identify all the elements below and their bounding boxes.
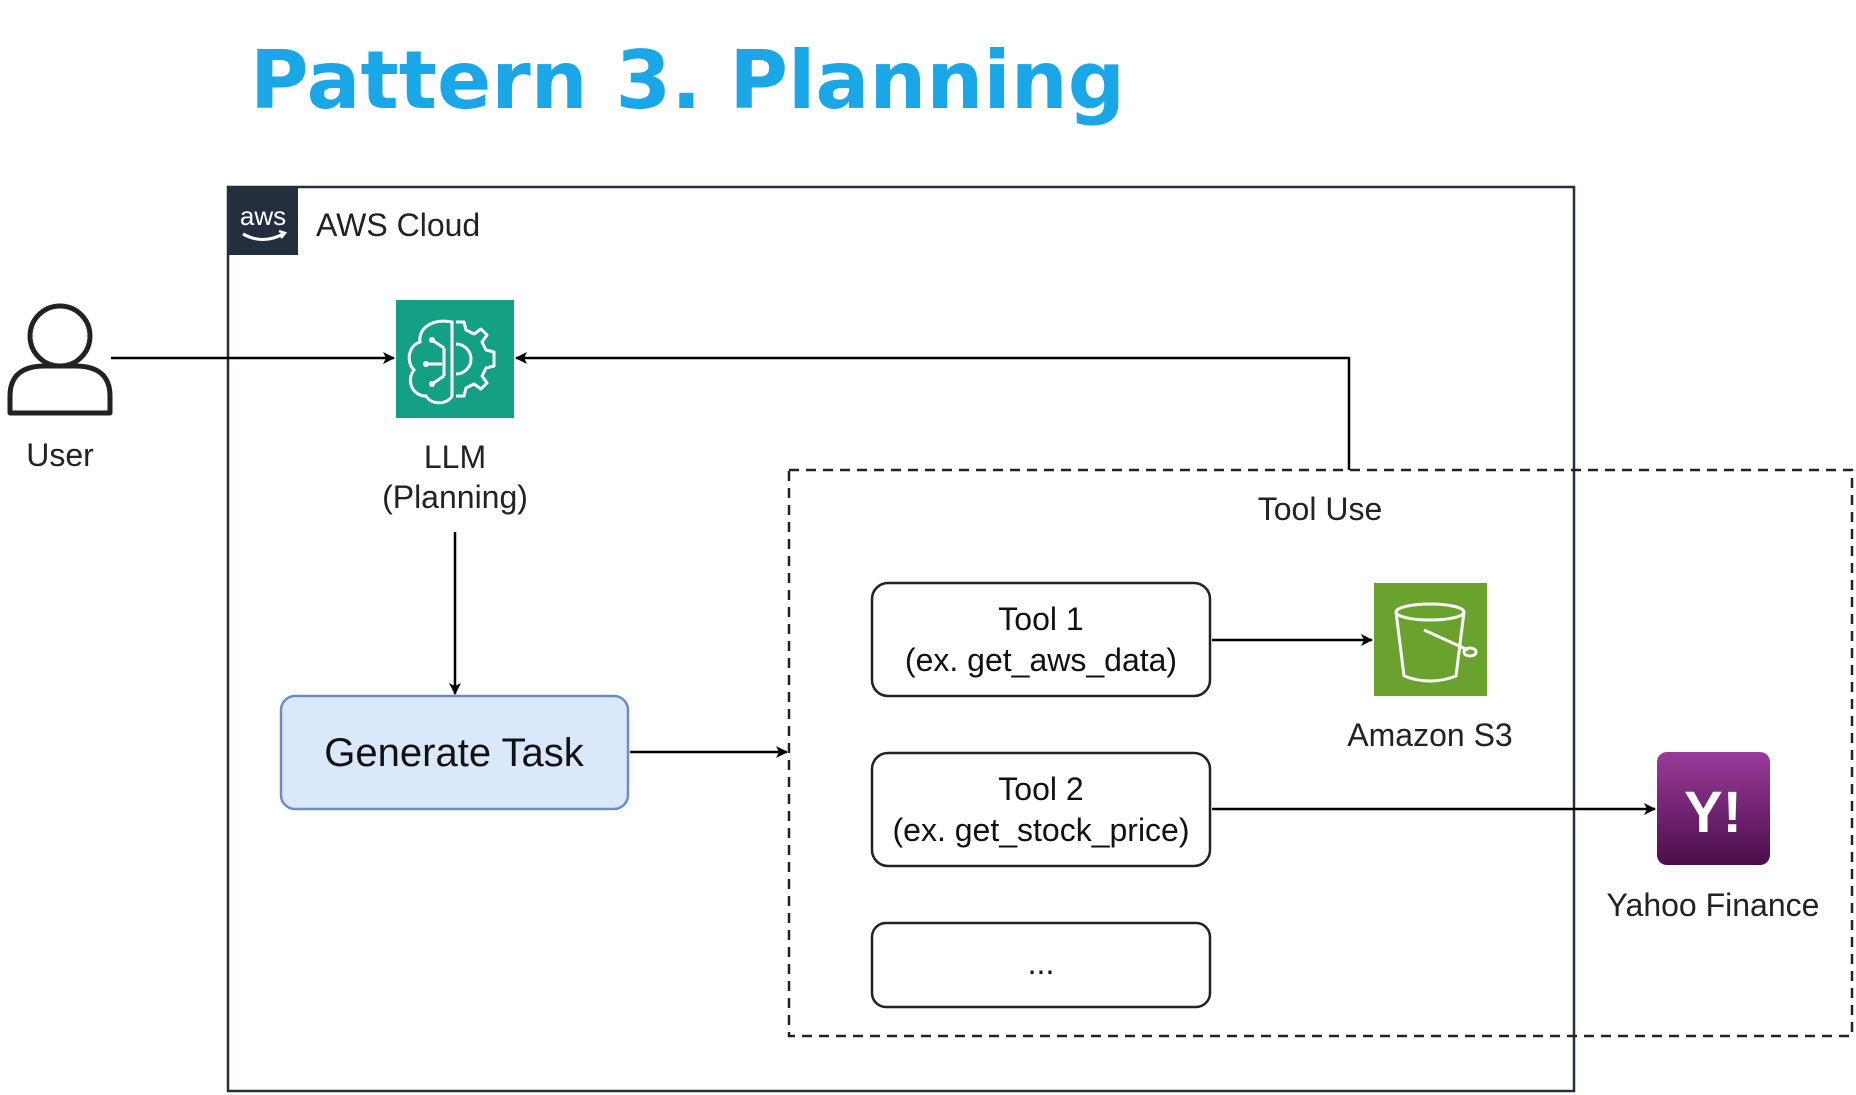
s3-node: Amazon S3 (1347, 583, 1513, 753)
yahoo-finance-node: Y! Yahoo Finance (1607, 752, 1820, 923)
tool-2-node: Tool 2 (ex. get_stock_price) (870, 751, 1212, 868)
generate-task-node: Generate Task (279, 694, 630, 811)
tool-use-group: Tool Use (787, 468, 1854, 1038)
aws-cloud-border (226, 185, 1576, 1093)
tool-1-node: Tool 1 (ex. get_aws_data) (870, 581, 1212, 698)
llm-sublabel: (Planning) (382, 479, 528, 515)
aws-smile-icon (242, 232, 284, 241)
aws-logo-icon: aws (240, 201, 286, 231)
yahoo-logo-icon (1657, 752, 1770, 865)
arrow-tooluse-to-llm (515, 352, 1351, 470)
tool-use-border (787, 468, 1854, 1038)
generate-task-label: Generate Task (324, 731, 584, 775)
llm-node: LLM (Planning) (382, 300, 528, 515)
generate-task-box (279, 694, 630, 811)
aws-cloud-label: AWS Cloud (316, 207, 480, 243)
tool-1-example: (ex. get_aws_data) (905, 642, 1177, 678)
user-icon (7, 303, 113, 416)
tool-more-box (870, 921, 1212, 1009)
tool-2-box (870, 751, 1212, 868)
yahoo-logo-text: Y! (1684, 780, 1742, 845)
llm-label: LLM (424, 439, 486, 475)
tool-1-title: Tool 1 (998, 601, 1083, 637)
user-label: User (26, 437, 94, 473)
s3-label: Amazon S3 (1347, 717, 1512, 753)
yahoo-label: Yahoo Finance (1607, 887, 1820, 923)
user-node: User (7, 303, 113, 473)
tool-more-node: ... (870, 921, 1212, 1009)
page-title: Pattern 3. Planning (250, 34, 1125, 127)
aws-cloud-group: aws AWS Cloud (226, 185, 1576, 1093)
tool-2-example: (ex. get_stock_price) (892, 812, 1189, 848)
tool-use-label: Tool Use (1258, 491, 1383, 527)
tool-1-box (870, 581, 1212, 698)
tool-2-title: Tool 2 (998, 771, 1083, 807)
tool-more-label: ... (1028, 945, 1055, 981)
s3-bucket-icon (1374, 583, 1487, 696)
connectors (111, 352, 1656, 815)
aws-logo-badge (228, 187, 298, 255)
brain-gear-icon (396, 300, 514, 418)
